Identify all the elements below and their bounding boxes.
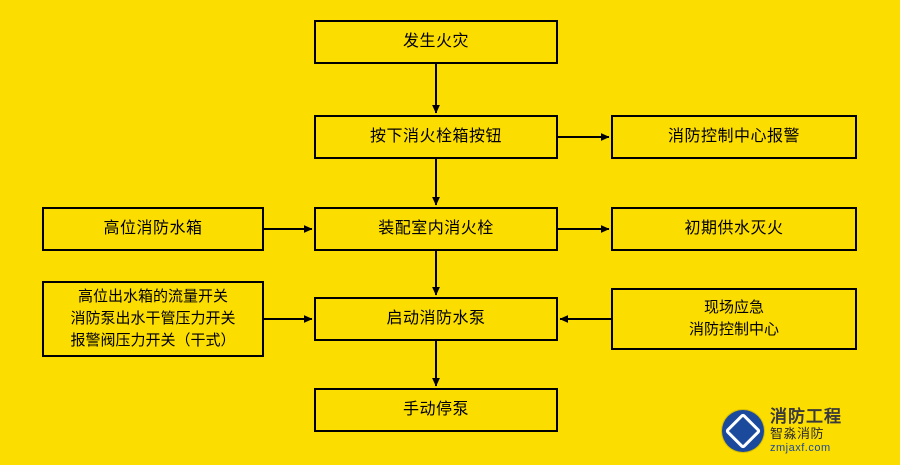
node-indoor-hydrant[interactable]: 装配室内消火栓 [314, 207, 558, 251]
node-fire[interactable]: 发生火灾 [314, 20, 558, 64]
node-high-water-tank[interactable]: 高位消防水箱 [42, 207, 264, 251]
node-start-fire-pump[interactable]: 启动消防水泵 [314, 297, 558, 341]
node-manual-stop-pump[interactable]: 手动停泵 [314, 388, 558, 432]
node-emergency-response[interactable]: 现场应急 消防控制中心 [611, 288, 857, 350]
node-control-center-alarm[interactable]: 消防控制中心报警 [611, 115, 857, 159]
node-switches[interactable]: 高位出水箱的流量开关 消防泵出水干管压力开关 报警阀压力开关（干式） [42, 281, 264, 357]
watermark: 消防工程 智淼消防 zmjaxf.com [722, 403, 892, 459]
watermark-subtitle: 智淼消防 [770, 425, 825, 441]
node-press-button[interactable]: 按下消火栓箱按钮 [314, 115, 558, 159]
watermark-title: 消防工程 [770, 407, 842, 427]
watermark-logo-icon [722, 410, 764, 452]
watermark-text: 消防工程 智淼消防 zmjaxf.com [770, 407, 842, 454]
node-early-firefighting[interactable]: 初期供水灭火 [611, 207, 857, 251]
watermark-url: zmjaxf.com [770, 441, 831, 454]
